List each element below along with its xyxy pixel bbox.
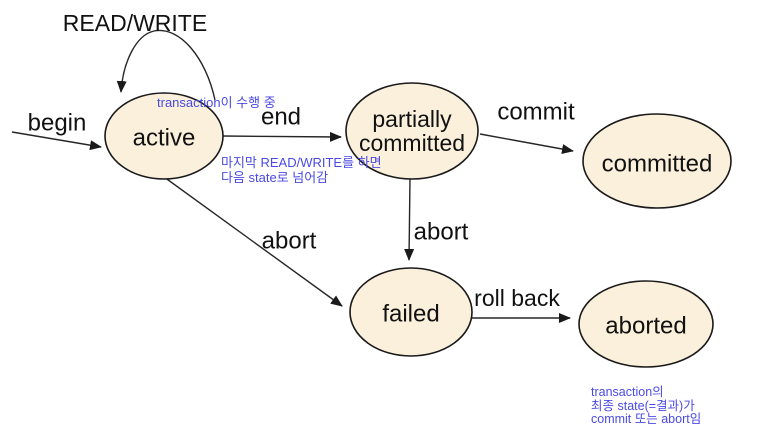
state-partially-committed-label-line2: committed [358,130,466,156]
transition-begin-label: begin [27,109,87,137]
annotation-final-state-note: transaction의 최종 state(=결과)가 commit 또는 ab… [591,385,702,427]
abort-arrow-from-active [152,168,343,307]
state-failed-ellipse [349,267,473,357]
transition-commit-label: commit [497,98,575,126]
state-active-ellipse [104,92,224,180]
transition-roll-back-label: roll back [474,284,560,311]
transition-abort-from-partially-committed-label: abort [413,218,469,246]
state-failed-label: failed [382,300,440,328]
end-arrow [221,131,342,142]
state-active-label: active [132,124,196,152]
state-partially-committed-label: partially committed [359,107,465,155]
read-write-self-loop-arrow [116,29,216,101]
annotation-final-state-note-line2: 최종 state(=결과)가 [591,398,695,413]
state-committed-label: committed [601,150,713,178]
annotation-end-note: 마지막 READ/WRITE를 하면 다음 state로 넘어감 [221,155,382,185]
state-partially-committed-ellipse [345,82,479,180]
commit-arrow [479,133,574,154]
annotation-final-state-note-line3: commit 또는 abort임 [591,412,702,426]
state-aborted-ellipse [578,280,714,368]
annotation-active-note: transaction이 수행 중 [157,95,276,110]
abort-arrow-from-partially-committed [404,177,415,261]
transition-abort-from-active-label: abort [261,227,317,255]
annotation-end-note-line1: 마지막 READ/WRITE를 하면 [221,155,382,170]
transition-read-write-label: READ/WRITE [62,9,208,36]
state-committed-ellipse [582,113,732,209]
begin-arrow [11,131,102,151]
annotation-end-note-line2: 다음 state로 넘어감 [221,170,329,185]
state-aborted-label: aborted [605,312,687,340]
annotation-final-state-note-line1: transaction의 [591,385,664,399]
state-partially-committed-label-line1: partially [372,105,452,132]
transition-end-label: end [260,103,302,131]
